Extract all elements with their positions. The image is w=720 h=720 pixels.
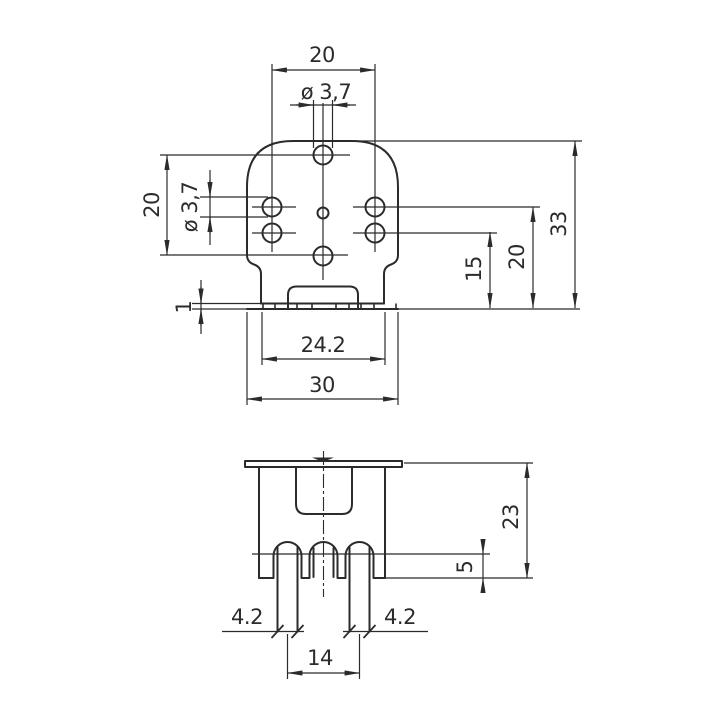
- front-view-extension-lines: [160, 64, 582, 405]
- dim-label-neck-width: 24.2: [301, 333, 346, 357]
- dim-label-pin-width-right: 4.2: [384, 605, 416, 629]
- dim-label-overall-width: 30: [309, 373, 335, 397]
- side-view-dimension-lines: [222, 462, 530, 676]
- dim-label-lower-holes-to-base: 15: [462, 256, 486, 282]
- dim-label-base-lip-thickness: 1: [172, 301, 196, 314]
- front-view-dimension-lines: [164, 67, 578, 402]
- dim-label-body-height: 23: [499, 504, 523, 530]
- dim-label-top-hole-diameter: ø 3,7: [301, 80, 351, 104]
- dim-label-pin-center-spacing: 14: [307, 646, 333, 670]
- side-view-extension-lines: [252, 462, 533, 679]
- dim-label-upper-holes-to-base: 20: [505, 244, 529, 270]
- pin-bumps-outline: [258, 541, 386, 579]
- dim-label-hole-columns-spacing: 20: [309, 43, 335, 67]
- dim-label-pin-width-left: 4.2: [231, 605, 263, 629]
- side-view-outline: [244, 451, 403, 633]
- dim-label-side-hole-diameter: ø 3,7: [178, 182, 202, 232]
- side-view: 23 5 4.2 4.2 14: [222, 451, 533, 679]
- bottom-latch: [287, 285, 359, 310]
- front-view: 20 ø 3,7 20 ø 3,7 33 20 15 1 24.2 30: [140, 43, 582, 405]
- dim-label-overall-height: 33: [547, 211, 571, 237]
- base-serration-ticks: [262, 303, 397, 309]
- contact-pins: [276, 546, 371, 633]
- dim-label-pin-shoulder-height: 5: [453, 561, 477, 574]
- dim-label-hole-rows-spacing: 20: [140, 192, 164, 218]
